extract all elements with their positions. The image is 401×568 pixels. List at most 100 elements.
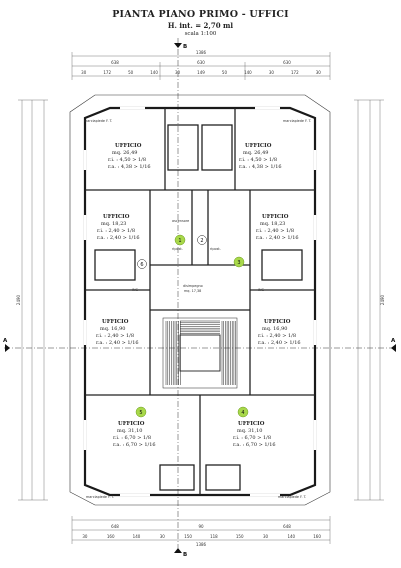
bottom-dim-r2-7: 30 bbox=[263, 534, 269, 539]
room-sw: UFFICIO mq. 31,10 r.i. : 6,70 > 1/8 r.a.… bbox=[113, 421, 156, 448]
top-dim-r1-2: 630 bbox=[283, 60, 291, 65]
svg-text:UFFICIO: UFFICIO bbox=[103, 214, 130, 220]
section-mark-a-right: A bbox=[391, 338, 396, 344]
svg-text:r.a. : 6,70 > 1/16: r.a. : 6,70 > 1/16 bbox=[233, 442, 276, 448]
stair-label: disimpegno bbox=[183, 284, 203, 288]
svg-text:r.a. : 2,40 > 1/16: r.a. : 2,40 > 1/16 bbox=[256, 235, 299, 241]
svg-text:mq. 26,49: mq. 26,49 bbox=[112, 150, 137, 156]
top-dim-r2-6: 50 bbox=[222, 70, 228, 75]
svg-text:mq. 16,90: mq. 16,90 bbox=[262, 326, 287, 332]
dimension-lines-sides bbox=[18, 99, 384, 501]
overall-dim-right: 2490 bbox=[380, 294, 385, 305]
plan-title: PIANTA PIANO PRIMO - UFFICI bbox=[112, 9, 289, 20]
svg-text:r.a. : 6,70 > 1/16: r.a. : 6,70 > 1/16 bbox=[113, 442, 156, 448]
bottom-dim-r2-4: 150 bbox=[184, 534, 192, 539]
svg-text:r.i. : 4,50 > 1/8: r.i. : 4,50 > 1/8 bbox=[239, 157, 277, 163]
svg-text:UFFICIO: UFFICIO bbox=[264, 319, 291, 325]
plan-scale: scala 1:100 bbox=[184, 31, 217, 37]
balcony-label-sw: marciapiede F. T. bbox=[86, 495, 115, 499]
balcony-outline bbox=[69, 94, 331, 506]
svg-text:UFFICIO: UFFICIO bbox=[262, 214, 289, 220]
top-dim-r2-0: 30 bbox=[81, 70, 87, 75]
top-dim-r2-4: 30 bbox=[175, 70, 181, 75]
top-dim-r1-1: 630 bbox=[197, 60, 205, 65]
svg-text:mq. 31,10: mq. 31,10 bbox=[117, 428, 142, 434]
svg-text:r.i. : 2,40 > 1/8: r.i. : 2,40 > 1/8 bbox=[97, 228, 135, 234]
top-dim-r1-0: 638 bbox=[111, 60, 119, 65]
svg-text:UFFICIO: UFFICIO bbox=[102, 319, 129, 325]
svg-text:2: 2 bbox=[200, 238, 203, 244]
marker-6: 6 bbox=[137, 259, 147, 269]
section-mark-b-bottom: B bbox=[183, 552, 187, 558]
room-e2: UFFICIO mq. 16,90 r.i. : 2,40 > 1/8 r.a.… bbox=[258, 319, 301, 346]
wc-label-w: ING bbox=[132, 288, 139, 292]
top-dim-r2-7: 140 bbox=[244, 70, 252, 75]
bottom-dim-r2-3: 30 bbox=[160, 534, 166, 539]
dimension-lines-bottom bbox=[71, 516, 331, 544]
room-w2: UFFICIO mq. 16,90 r.i. : 2,40 > 1/8 r.a.… bbox=[96, 319, 139, 346]
svg-text:r.a. : 2,40 > 1/16: r.a. : 2,40 > 1/16 bbox=[96, 340, 139, 346]
storage-label-w: ripost. bbox=[172, 247, 183, 251]
marker-5: 5 bbox=[135, 406, 147, 418]
stair-area: mq. 17,38 bbox=[184, 289, 201, 293]
bottom-dim-r2-1: 160 bbox=[107, 534, 115, 539]
lift-label: ascensore bbox=[172, 219, 189, 223]
bottom-dim-r1-0: 648 bbox=[111, 524, 119, 529]
section-line-a: A A bbox=[3, 338, 396, 352]
svg-text:1: 1 bbox=[178, 238, 181, 244]
top-dim-r2-10: 30 bbox=[316, 70, 322, 75]
svg-text:4: 4 bbox=[241, 410, 244, 416]
svg-text:mq. 18,23: mq. 18,23 bbox=[101, 221, 126, 227]
top-dim-r2-3: 140 bbox=[150, 70, 158, 75]
room-se: UFFICIO mq. 31,10 r.i. : 6,70 > 1/8 r.a.… bbox=[233, 421, 276, 448]
svg-text:r.i. : 6,70 > 1/8: r.i. : 6,70 > 1/8 bbox=[113, 435, 151, 441]
room-ne: UFFICIO mq. 26,49 r.i. : 4,50 > 1/8 r.a.… bbox=[239, 143, 282, 170]
svg-text:6: 6 bbox=[140, 262, 143, 268]
svg-text:UFFICIO: UFFICIO bbox=[238, 421, 265, 427]
overall-dim-top: 1386 bbox=[196, 50, 207, 55]
building-walls bbox=[83, 106, 317, 497]
top-dim-r2-5: 149 bbox=[197, 70, 205, 75]
room-e1: UFFICIO mq. 18,23 r.i. : 2,40 > 1/8 r.a.… bbox=[256, 214, 299, 241]
top-dim-r2-9: 172 bbox=[291, 70, 299, 75]
svg-text:UFFICIO: UFFICIO bbox=[245, 143, 272, 149]
svg-text:r.a. : 4,38 > 1/16: r.a. : 4,38 > 1/16 bbox=[239, 164, 282, 170]
svg-text:UFFICIO: UFFICIO bbox=[118, 421, 145, 427]
svg-text:UFFICIO: UFFICIO bbox=[115, 143, 142, 149]
wc-label-e: ING bbox=[258, 288, 265, 292]
svg-text:mq. 31,10: mq. 31,10 bbox=[237, 428, 262, 434]
bottom-dim-r2-0: 30 bbox=[82, 534, 88, 539]
balcony-label-se: marciapiede F. T. bbox=[278, 495, 307, 499]
overall-dim-bottom: 1386 bbox=[196, 542, 207, 547]
bottom-dim-r2-9: 160 bbox=[313, 534, 321, 539]
stair-core bbox=[162, 317, 238, 389]
svg-text:r.a. : 4,38 > 1/16: r.a. : 4,38 > 1/16 bbox=[108, 164, 151, 170]
section-mark-b-top: B bbox=[183, 44, 187, 50]
svg-text:5: 5 bbox=[139, 410, 142, 416]
overall-dim-left: 2490 bbox=[16, 294, 21, 305]
bottom-dims-row1: 648 90 648 bbox=[111, 524, 291, 529]
bottom-dim-r1-1: 90 bbox=[198, 524, 204, 529]
marker-3: 3 bbox=[233, 256, 245, 268]
bottom-dim-r2-8: 140 bbox=[287, 534, 295, 539]
room-w1: UFFICIO mq. 18,23 r.i. : 2,40 > 1/8 r.a.… bbox=[97, 214, 140, 241]
marker-1: 1 bbox=[174, 234, 186, 246]
svg-text:r.a. : 2,40 > 1/16: r.a. : 2,40 > 1/16 bbox=[258, 340, 301, 346]
top-dim-r2-2: 50 bbox=[128, 70, 134, 75]
bottom-dim-r2-6: 150 bbox=[236, 534, 244, 539]
dimension-lines-top bbox=[71, 52, 331, 80]
svg-text:mq. 18,23: mq. 18,23 bbox=[260, 221, 285, 227]
svg-text:r.i. : 2,40 > 1/8: r.i. : 2,40 > 1/8 bbox=[256, 228, 294, 234]
interior-walls bbox=[85, 108, 315, 495]
bottom-dim-r1-2: 648 bbox=[283, 524, 291, 529]
top-dims-row1: 638 630 630 bbox=[111, 60, 291, 65]
svg-text:r.a. : 2,40 > 1/16: r.a. : 2,40 > 1/16 bbox=[97, 235, 140, 241]
balcony-label-ne: marciapiede F. T. bbox=[283, 119, 312, 123]
svg-text:r.i. : 6,70 > 1/8: r.i. : 6,70 > 1/8 bbox=[233, 435, 271, 441]
svg-text:r.i. : 2,40 > 1/8: r.i. : 2,40 > 1/8 bbox=[258, 333, 296, 339]
svg-text:mq. 16,90: mq. 16,90 bbox=[100, 326, 125, 332]
marker-4: 4 bbox=[237, 406, 249, 418]
svg-text:r.i. : 4,50 > 1/8: r.i. : 4,50 > 1/8 bbox=[108, 157, 146, 163]
